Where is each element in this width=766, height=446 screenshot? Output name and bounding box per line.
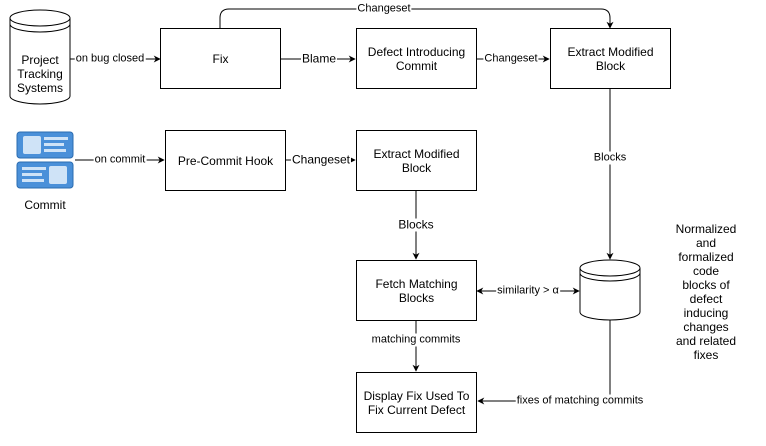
fetch-matching-blocks-box: Fetch Matching Blocks [356,260,477,321]
commit-icon [16,131,74,189]
project-tracking-label: Project Tracking Systems [16,53,64,95]
extract-modified-block-mid-box: Extract Modified Block [356,130,477,191]
edge-label-matching-commits: matching commits [370,333,462,347]
display-fix-box: Display Fix Used To Fix Current Defect [356,372,477,433]
edge-label-blame: Blame [300,51,338,66]
edge-label-blocks-mid: Blocks [397,217,435,232]
edge-label-similarity: similarity > α [496,284,560,298]
defect-introducing-commit-box: Defect Introducing Commit [356,28,477,89]
project-tracking-database-icon [9,9,71,105]
edge-label-changeset-top: Changeset [483,52,539,66]
commit-label: Commit [24,198,66,212]
edge-label-fixes-of-matching-commits: fixes of matching commits [515,394,645,408]
repository-description: Normalized and formalized code blocks of… [675,222,737,362]
pre-commit-hook-box: Pre-Commit Hook [165,130,286,191]
edge-label-blocks-right: Blocks [592,151,628,165]
repository-database-icon [579,259,641,321]
fix-box: Fix [160,28,281,89]
extract-modified-block-top-box: Extract Modified Block [550,28,671,89]
edge-label-changeset-mid: Changeset [290,152,352,167]
edge-label-on-commit: on commit [93,153,147,167]
edge-lines [70,8,614,405]
edge-label-on-bug-closed: on bug closed [74,52,146,66]
edge-label-changeset-arc: Changeset [356,2,412,16]
